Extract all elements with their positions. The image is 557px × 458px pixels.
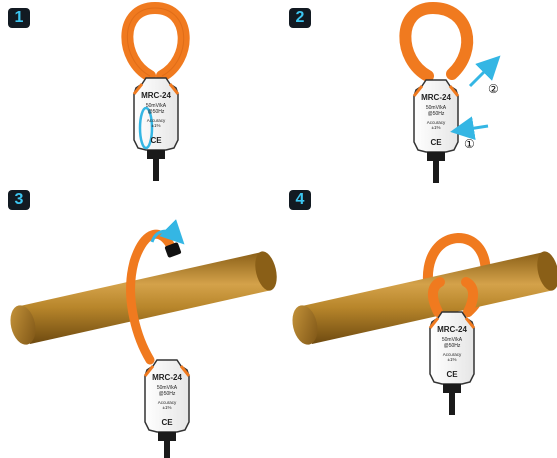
step-3-pipe-end [10,305,36,345]
step-3-panel: MRC-24 50mV/kA @50Hz Accuracy ±1% CE [10,219,277,458]
step-3-model: MRC-24 [152,373,182,382]
step-2-open-marker: ② [488,82,499,96]
step-4-ratio: 50mV/kA [442,337,463,343]
step-3-rotate-arrow [150,219,185,245]
step-1-badge: 1 [8,8,30,28]
step-2-panel: MRC-24 50mV/kA @50Hz Accuracy ±1% CE ② ① [399,1,501,185]
step-2-release-arrow [450,116,489,141]
step-1-ratio: 50mV/kA [146,103,167,109]
step-4-accuracy-value: ±1% [448,357,457,362]
step-3-coil-tip [164,242,182,258]
step-3-ce-mark: CE [161,418,173,427]
step-3-accuracy: Accuracy [158,400,177,405]
step-4-accuracy: Accuracy [443,352,462,357]
step-3-badge: 3 [8,190,30,210]
step-2-model: MRC-24 [421,93,451,102]
step-2-freq: @50Hz [428,111,445,117]
step-4-freq: @50Hz [444,343,461,349]
step-1-accuracy-value: ±1% [152,123,161,128]
step-2-release-marker: ① [464,137,475,151]
step-2-badge: 2 [289,8,311,28]
step-4-panel: MRC-24 50mV/kA @50Hz Accuracy ±1% CE [292,232,557,417]
step-2-open-arrow [468,55,501,88]
step-3-accuracy-value: ±1% [163,405,172,410]
step-4-badge: 4 [289,190,311,210]
step-3-pipe [20,252,272,344]
step-4-pipe-end [292,305,318,345]
step-1-ce-mark: CE [150,136,162,145]
step-1-grip-highlight [138,106,154,150]
step-1-accuracy: Accuracy [147,118,166,123]
step-1-freq: @50Hz [148,109,165,115]
step-4-ce-mark: CE [446,370,458,379]
step-1-model: MRC-24 [141,91,171,100]
step-2-coil [399,1,474,82]
step-4-pipe [302,252,554,344]
step-1-coil [121,1,190,82]
step-3-freq: @50Hz [159,391,176,397]
step-2-accuracy: Accuracy [427,120,446,125]
step-3-ratio: 50mV/kA [157,385,178,391]
step-4-model: MRC-24 [437,325,467,334]
step-1-panel: MRC-24 50mV/kA @50Hz Accuracy ±1% CE [121,1,190,183]
step-2-ratio: 50mV/kA [426,105,447,111]
step-4-coil [428,277,478,317]
step-2-accuracy-value: ±1% [432,125,441,130]
step-2-ce-mark: CE [430,138,442,147]
